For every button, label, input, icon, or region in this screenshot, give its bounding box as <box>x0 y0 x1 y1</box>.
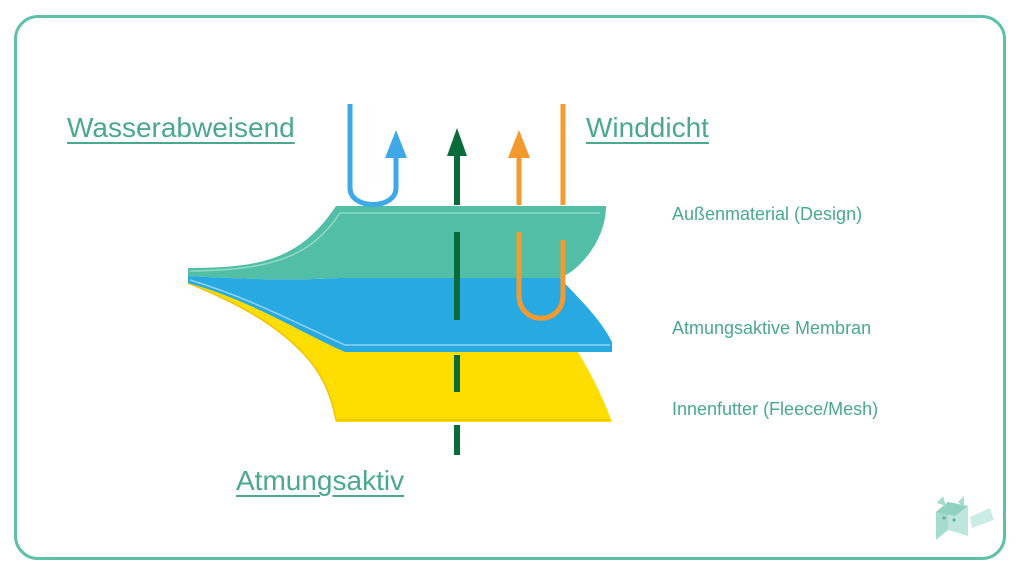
breathable-arrow-head <box>447 128 467 156</box>
outer-material-layer <box>188 206 606 280</box>
inner-lining-layer <box>188 281 612 422</box>
outer-material-edge <box>189 212 600 272</box>
windproof-u-turn <box>516 232 566 321</box>
water-repellent-arrow <box>347 104 399 207</box>
water-repellent-arrow-head <box>385 130 407 158</box>
membrane-edge <box>189 279 610 346</box>
windproof-heading: Winddicht <box>586 112 709 143</box>
membrane-layer <box>188 276 612 352</box>
water-repellent-heading: Wasserabweisend <box>67 112 295 143</box>
outer-material-label: Außenmaterial (Design) <box>672 204 863 224</box>
inner-lining-label: Innenfutter (Fleece/Mesh) <box>672 399 879 419</box>
breathable-heading: Atmungsaktiv <box>236 465 405 496</box>
inner-lining-edge <box>187 282 610 421</box>
fox-logo <box>936 496 994 540</box>
windproof-arrow-head <box>508 130 530 158</box>
membrane-label: Atmungsaktive Membran <box>672 318 872 338</box>
